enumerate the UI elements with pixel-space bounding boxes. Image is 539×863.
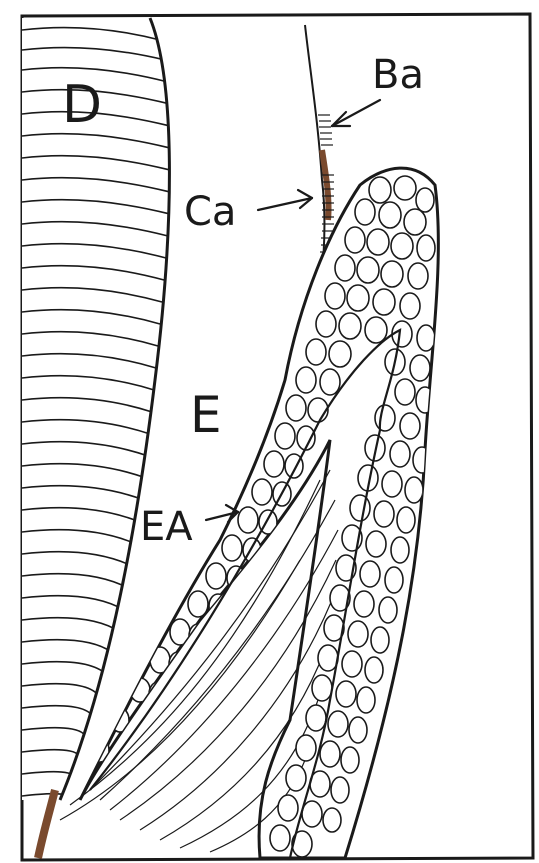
label-ba: Ba [372, 52, 424, 98]
arrow-ca [258, 190, 312, 210]
arrow-ba [332, 100, 380, 126]
cuticle-base-mark [38, 790, 55, 858]
label-ea: EA [140, 504, 193, 550]
label-d: D [62, 75, 102, 135]
label-ca: Ca [184, 189, 236, 235]
label-e: E [190, 386, 222, 444]
